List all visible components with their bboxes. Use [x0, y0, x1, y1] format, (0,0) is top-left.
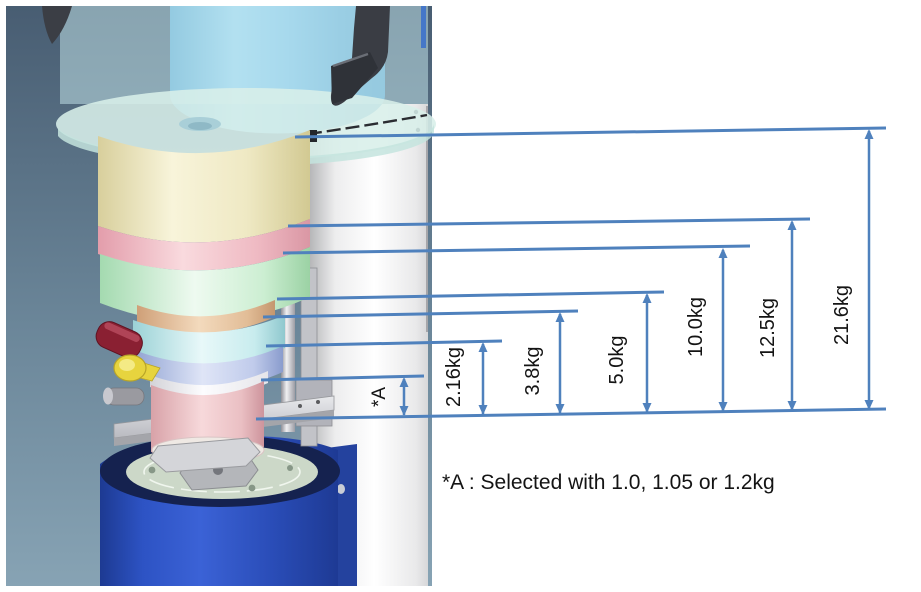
dim-label-12-5: 12.5kg [757, 298, 779, 358]
dim-line-a [260, 374, 425, 382]
dim-label-5-0: 5.0kg [606, 336, 628, 385]
dim-arrow-2-16 [478, 342, 488, 415]
base-screw [148, 466, 156, 474]
footnote-text: *A : Selected with 1.0, 1.05 or 1.2kg [442, 471, 775, 494]
weight-disc-lavender [137, 346, 283, 390]
dim-line-3-8 [262, 309, 579, 319]
hex-standoff [149, 437, 261, 473]
glass-edge-highlight [421, 6, 426, 48]
weight-disc-pink [98, 219, 310, 271]
dim-line-21-6 [294, 126, 887, 139]
dim-arrow-10-0 [718, 248, 728, 412]
dim-line-10-0 [282, 244, 751, 255]
dim-line-2-16 [265, 339, 503, 348]
dim-arrow-5-0 [642, 293, 652, 413]
base-screw [248, 484, 256, 492]
dim-arrow-a [399, 377, 409, 416]
housing-flange [56, 88, 436, 160]
dim-baseline [255, 407, 887, 421]
dimension-arrows [399, 129, 874, 416]
dimension-labels: *A 2.16kg 3.8kg 5.0kg 10.0kg 12.5kg 21.6… [369, 285, 853, 407]
top-housing [42, 6, 436, 167]
clamp-lever [95, 321, 143, 359]
base-panel-hole [337, 484, 345, 494]
dim-line-12-5 [287, 217, 811, 228]
dim-label-21-6: 21.6kg [831, 285, 853, 345]
weight-disc-cyan [133, 315, 285, 366]
dimension-overlay: *A 2.16kg 3.8kg 5.0kg 10.0kg 12.5kg 21.6… [255, 126, 887, 494]
base-screw [287, 465, 293, 471]
dim-label-3-8: 3.8kg [522, 347, 544, 396]
dim-arrow-3-8 [555, 312, 565, 414]
clamp-assembly [95, 321, 161, 406]
glass-rim-edge [307, 113, 428, 136]
handle-elbow [331, 52, 378, 104]
handle-left [42, 6, 72, 44]
extension-lines [255, 126, 887, 421]
weight-disc-tan [137, 300, 275, 334]
dim-label-2-16: 2.16kg [443, 347, 465, 407]
weight-disc-green [100, 247, 310, 323]
dim-line-5-0 [276, 290, 665, 301]
dim-arrow-21-6 [864, 129, 874, 410]
weight-disc-cream [98, 130, 310, 243]
machine-render [6, 6, 436, 586]
dim-arrow-12-5 [787, 220, 797, 411]
dim-label-a: *A [369, 387, 390, 407]
dim-label-10-0: 10.0kg [685, 297, 707, 357]
